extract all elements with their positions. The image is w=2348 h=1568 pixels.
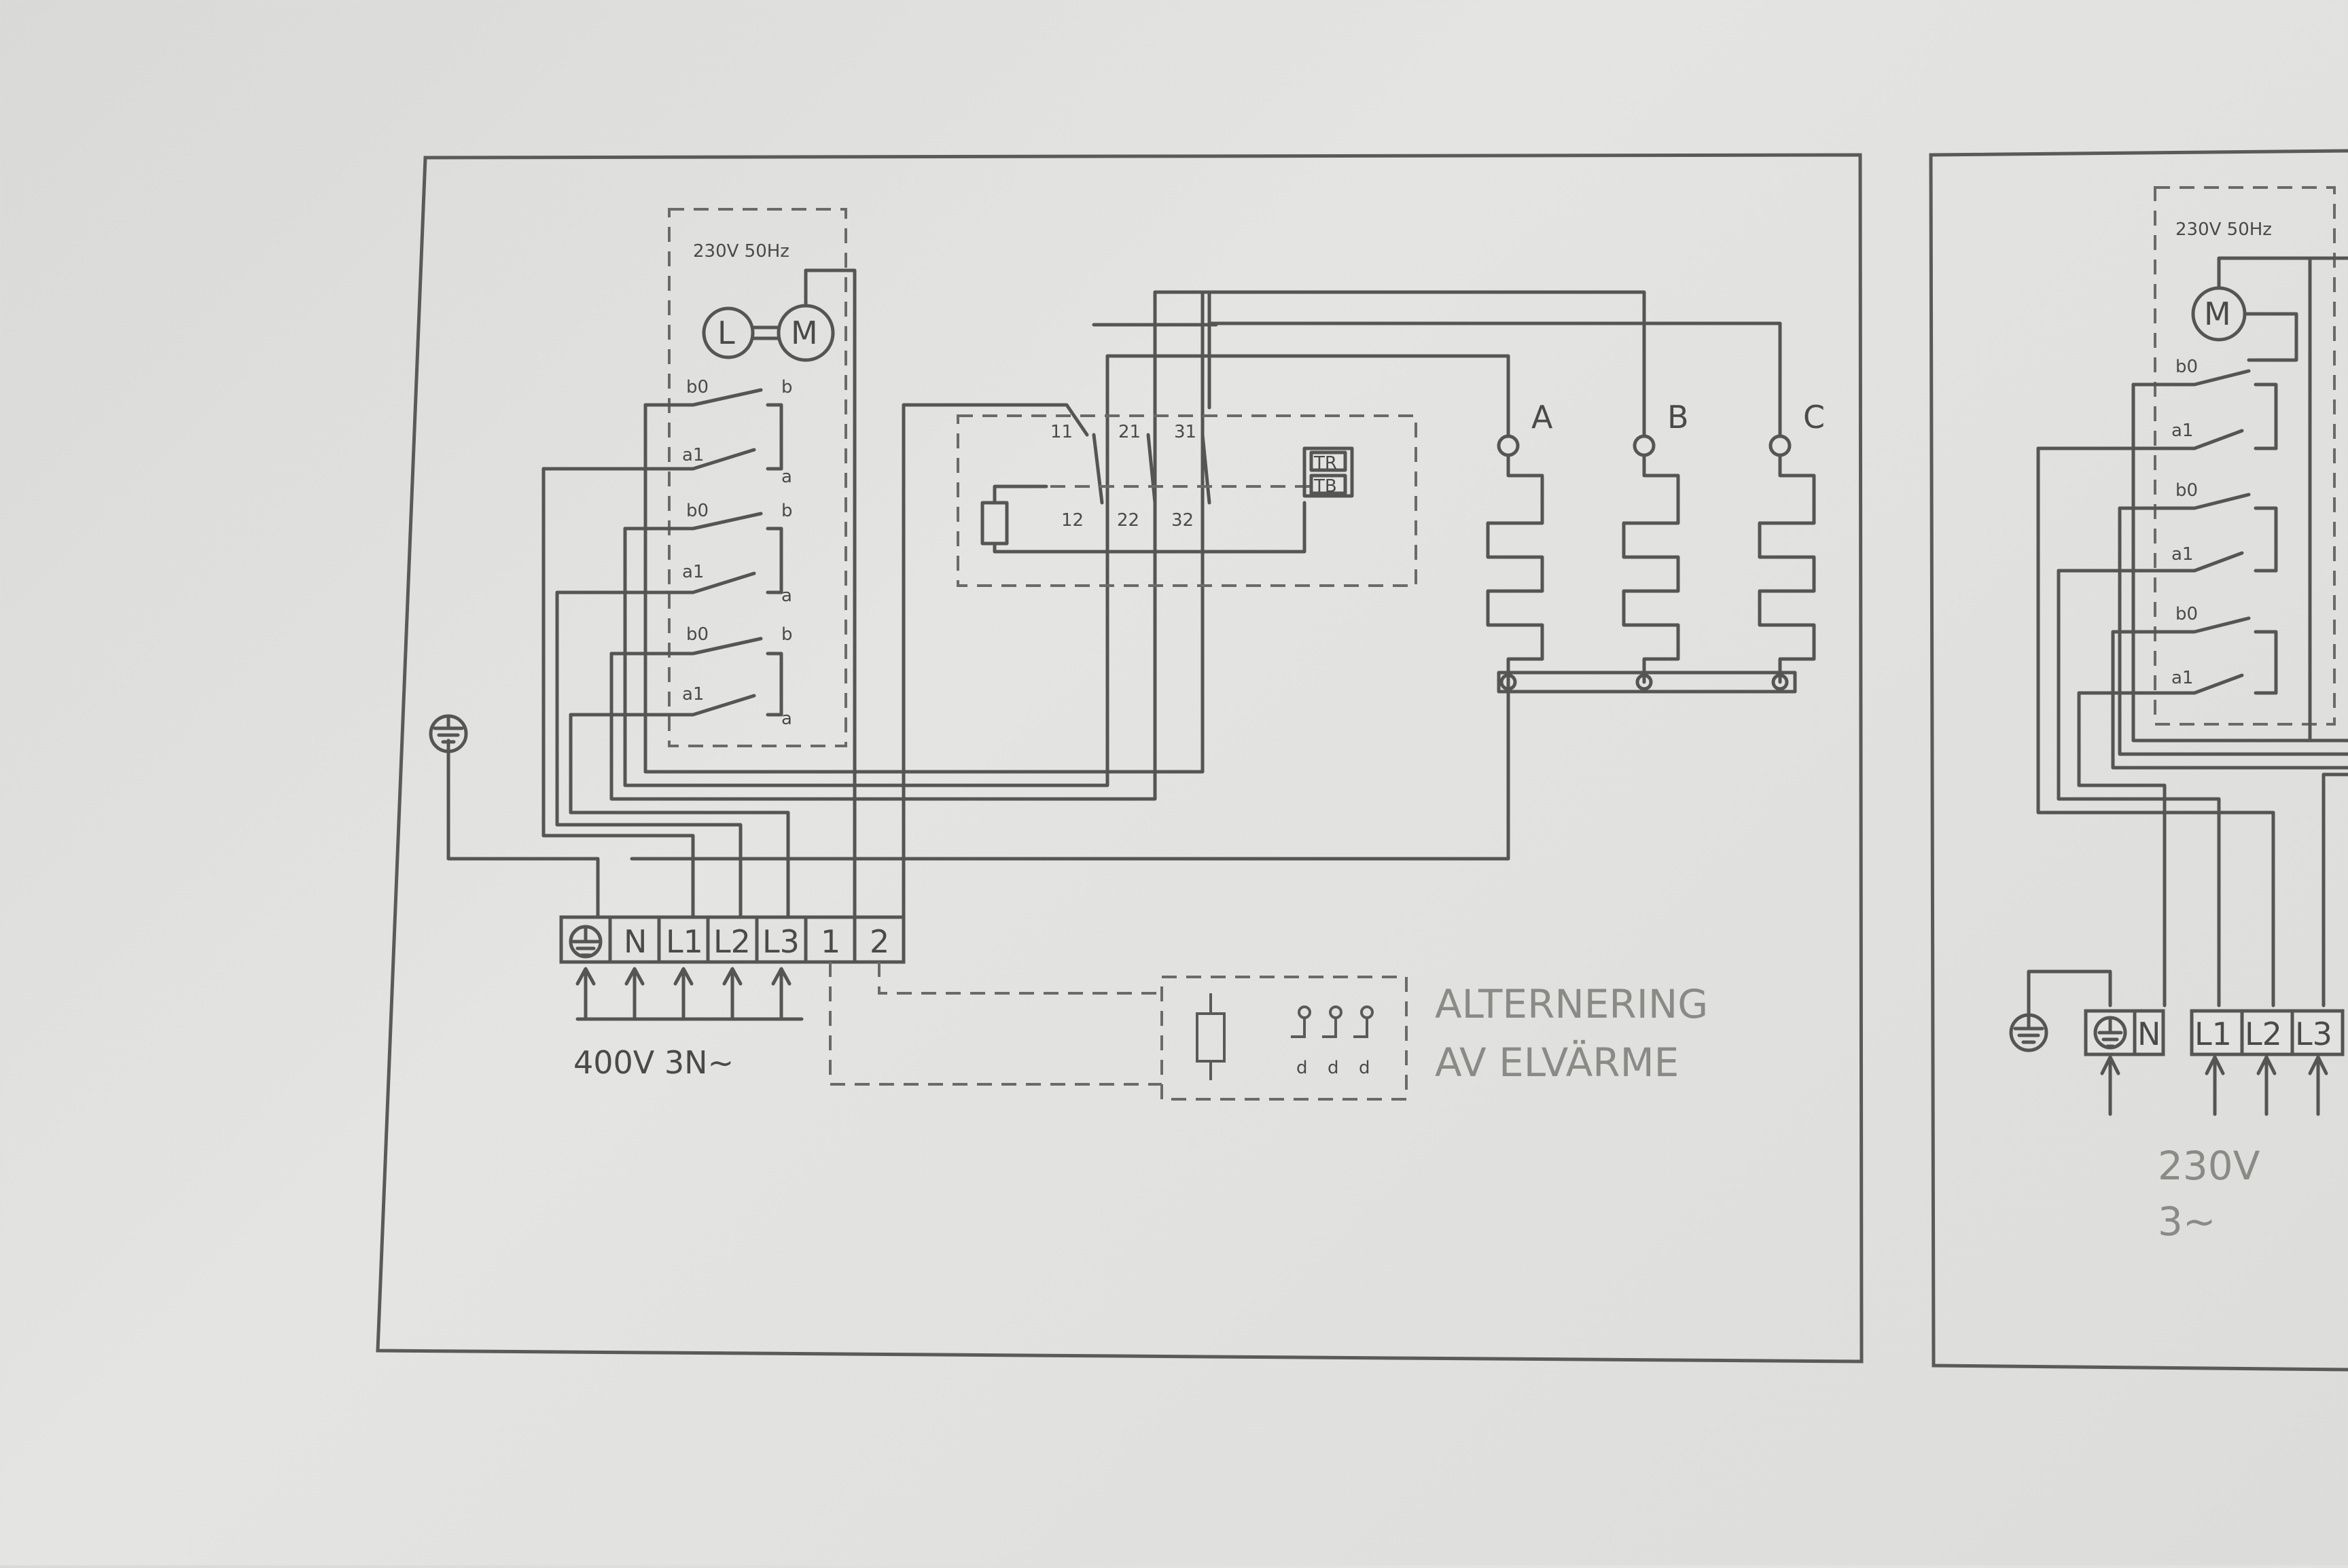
switch-label: b <box>781 624 793 645</box>
switch-label: a <box>781 467 792 487</box>
left-diagram: 230V 50Hz L M b0 b a1 a b0 b a1 a b0 b a… <box>376 153 1864 1364</box>
right-terminal-block: N L1 L2 L3 <box>2084 1009 2345 1056</box>
right-fan-switch-box <box>2154 186 2336 726</box>
supply-arrows <box>575 967 791 1021</box>
switch-label: a1 <box>682 445 704 465</box>
terminal-label: N <box>624 923 647 960</box>
right-switch-label: a1 <box>2171 668 2193 688</box>
alternation-contacts: d d d <box>1291 1005 1374 1078</box>
alternation-box <box>1160 976 1408 1101</box>
terminal-label: L2 <box>713 923 751 960</box>
right-supply-label-line1: 230V <box>2158 1143 2260 1189</box>
heater-element-c: C <box>1758 399 1825 684</box>
svg-text:M: M <box>2204 296 2231 332</box>
switch-label: a <box>781 586 792 606</box>
terminal-label: L3 <box>762 923 800 960</box>
svg-text:d: d <box>1359 1058 1370 1078</box>
svg-text:d: d <box>1328 1058 1339 1078</box>
alternation-coil <box>1196 1012 1226 1063</box>
svg-text:TB: TB <box>1313 476 1337 497</box>
relay-contact-label: 31 <box>1174 422 1196 442</box>
fan-switch-box <box>668 208 847 747</box>
switch-label: a1 <box>682 562 704 582</box>
lamp-symbol: L <box>702 306 755 359</box>
relay-contact-label: 22 <box>1117 510 1139 531</box>
relay-contact-label: 11 <box>1050 422 1073 442</box>
switch-label: b0 <box>686 501 709 521</box>
right-fan-supply-label: 230V 50Hz <box>2175 219 2272 240</box>
terminal-block: N L1 L2 L3 1 2 <box>559 915 906 964</box>
star-point-bar <box>1497 671 1797 694</box>
left-diagram-frame <box>376 153 1864 1364</box>
right-terminal-label: L3 <box>2295 1016 2332 1052</box>
svg-text:B: B <box>1667 399 1689 435</box>
right-ground-icon <box>2009 969 2112 1052</box>
fan-supply-label: 230V 50Hz <box>693 241 789 262</box>
switch-label: a1 <box>682 684 704 705</box>
right-terminal-label: N <box>2137 1016 2160 1052</box>
right-switch-label: a1 <box>2171 544 2193 565</box>
switch-label: a <box>781 709 792 729</box>
heater-element-b: B <box>1622 399 1689 684</box>
right-switch-label: b0 <box>2175 480 2198 501</box>
alternation-label-line1: ALTERNERING <box>1435 981 1708 1027</box>
right-supply-label-line2: 3~ <box>2158 1198 2216 1245</box>
relay-box <box>957 414 1417 587</box>
thermal-relay <box>1302 446 1354 498</box>
relay-contact-label: 12 <box>1061 510 1084 531</box>
alternation-label-line2: AV ELVÄRME <box>1435 1039 1679 1086</box>
relay-contact-label: 32 <box>1171 510 1194 531</box>
svg-text:C: C <box>1803 399 1825 435</box>
right-switch-label: a1 <box>2171 421 2193 441</box>
right-terminal-label: L1 <box>2194 1016 2232 1052</box>
relay-contact-label: 21 <box>1118 422 1141 442</box>
relay-coil <box>980 501 1009 546</box>
right-diagram-frame <box>1929 149 2348 1372</box>
svg-text:M: M <box>791 315 818 351</box>
svg-text:TR: TR <box>1313 453 1337 474</box>
svg-text:A: A <box>1531 399 1553 435</box>
right-terminal-label: L2 <box>2245 1016 2282 1052</box>
right-diagram: 230V 50Hz M b0 a1 b0 a1 b0 a1 <box>1929 149 2348 1372</box>
svg-text:L: L <box>717 315 735 351</box>
switch-label: b <box>781 501 793 521</box>
right-motor-symbol: M <box>2191 286 2247 342</box>
terminal-label: 1 <box>821 923 840 960</box>
switch-label: b0 <box>686 624 709 645</box>
switch-label: b <box>781 377 793 397</box>
svg-text:d: d <box>1296 1058 1308 1078</box>
ground-icon <box>429 714 468 753</box>
switch-label: b0 <box>686 377 709 397</box>
terminal-label: 2 <box>870 923 889 960</box>
terminal-label: L1 <box>666 923 703 960</box>
supply-label: 400V 3N~ <box>573 1044 734 1081</box>
right-switch-label: b0 <box>2175 604 2198 624</box>
heater-element-a: A <box>1486 399 1553 684</box>
motor-symbol: M <box>777 304 835 362</box>
right-supply-arrows <box>2100 1055 2328 1116</box>
right-switch-label: b0 <box>2175 357 2198 377</box>
